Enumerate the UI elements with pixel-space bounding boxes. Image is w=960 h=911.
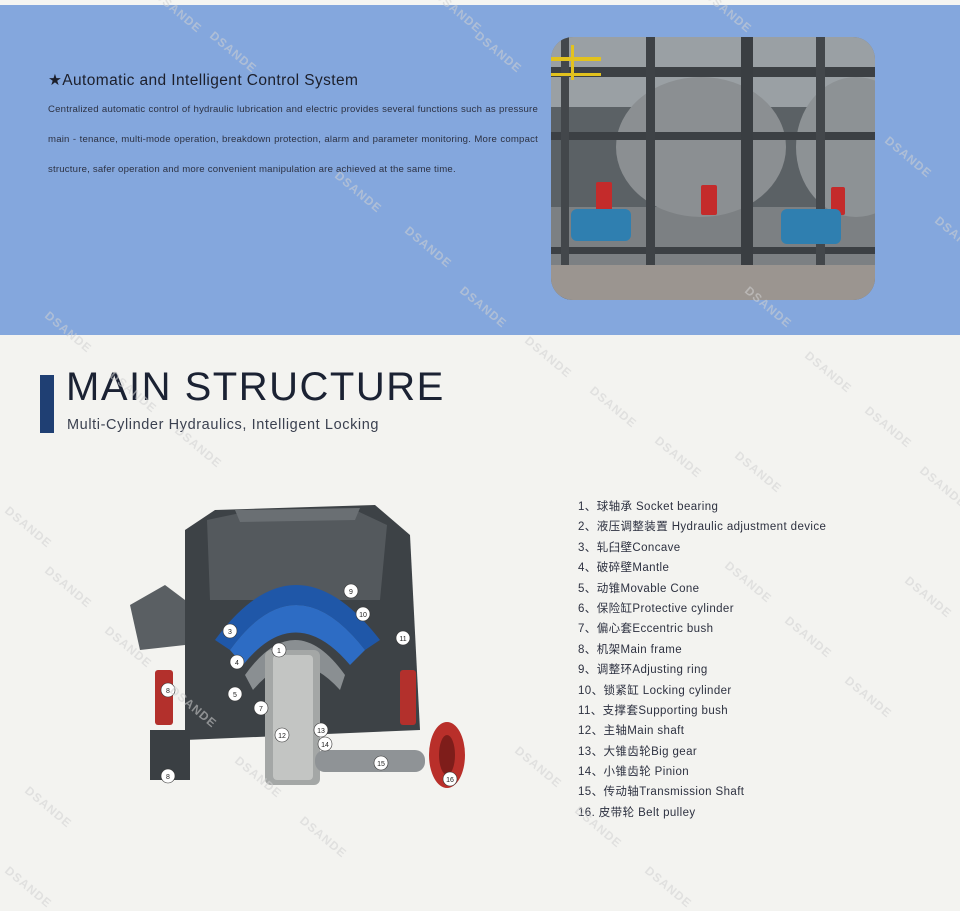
watermark-text: DSANDE xyxy=(642,863,695,911)
callout-marker xyxy=(229,654,245,670)
part-item: 13、大锥齿轮Big gear xyxy=(578,745,698,758)
callout-marker xyxy=(395,630,411,646)
callout-marker xyxy=(442,771,458,787)
part-item: 15、传动轴Transmission Shaft xyxy=(578,786,745,799)
watermark-text: DSANDE xyxy=(42,563,95,611)
control-system-photo xyxy=(551,37,875,300)
callout-label: 4 xyxy=(235,660,239,667)
callout-marker xyxy=(343,583,359,599)
part-item: 11、支撑套Supporting bush xyxy=(578,704,729,717)
callout-marker xyxy=(373,755,389,771)
watermark-text: DSANDE xyxy=(917,463,960,511)
callout-label: 1 xyxy=(277,648,281,655)
watermark-text: DSANDE xyxy=(902,573,955,621)
callout-label: 11 xyxy=(399,636,406,643)
part-item: 7、偏心套Eccentric bush xyxy=(578,623,714,636)
callout-marker xyxy=(274,727,290,743)
callout-marker xyxy=(271,642,287,658)
callout-label: 8 xyxy=(166,774,170,781)
callout-label: 7 xyxy=(259,706,263,713)
callout-label: 13 xyxy=(317,728,325,735)
part-item: 5、动锥Movable Cone xyxy=(578,582,700,595)
callout-marker xyxy=(160,768,176,784)
parts-list: 1、球轴承 Socket bearing 2、液压调整装置 Hydraulic a… xyxy=(578,497,826,823)
watermark-text: DSANDE xyxy=(732,448,785,496)
part-item: 4、破碎壁Mantle xyxy=(578,562,670,575)
callout-label: 5 xyxy=(233,692,237,699)
callout-marker xyxy=(222,623,238,639)
watermark-text: DSANDE xyxy=(802,348,855,396)
section-title: MAIN STRUCTURE xyxy=(66,365,445,409)
section-accent-bar xyxy=(40,375,54,433)
watermark-text: DSANDE xyxy=(522,333,575,381)
top-strip xyxy=(0,0,960,5)
callout-label: 16 xyxy=(446,777,454,784)
part-item: 9、调整环Adjusting ring xyxy=(578,664,708,677)
part-item: 1、球轴承 Socket bearing xyxy=(578,501,719,513)
part-item: 10、锁紧缸 Locking cylinder xyxy=(578,684,732,697)
callout-label: 10 xyxy=(359,612,367,619)
watermark-text: DSANDE xyxy=(842,673,895,721)
callout-label: 15 xyxy=(377,761,385,768)
part-item: 6、保险缸Protective cylinder xyxy=(578,602,734,615)
callout-label: 8 xyxy=(166,688,170,695)
callout-label: 14 xyxy=(321,742,329,749)
section-subtitle: Multi-Cylinder Hydraulics, Intelligent L… xyxy=(67,417,380,433)
callout-label: 9 xyxy=(349,589,353,596)
watermark-text: DSANDE xyxy=(2,863,55,911)
feature-title: ★Automatic and Intelligent Control Syste… xyxy=(48,72,359,89)
part-item: 12、主轴Main shaft xyxy=(578,725,685,738)
callout-marker xyxy=(160,682,176,698)
part-item: 8、机架Main frame xyxy=(578,643,683,656)
feature-description: Centralized automatic control of hydraul… xyxy=(48,104,538,175)
callout-marker xyxy=(253,700,269,716)
callout-marker xyxy=(355,606,371,622)
watermark-text: DSANDE xyxy=(297,813,350,861)
plant-illustration xyxy=(551,37,875,300)
watermark-text: DSANDE xyxy=(2,503,55,551)
part-item: 14、小锥齿轮 Pinion xyxy=(578,766,690,779)
callout-marker xyxy=(227,686,243,702)
callout-label: 12 xyxy=(278,733,286,740)
part-item: 2、液压调整装置 Hydraulic adjustment device xyxy=(578,521,827,534)
part-item: 3、轧臼壁Concave xyxy=(578,541,681,554)
watermark-text: DSANDE xyxy=(652,433,705,481)
watermark-text: DSANDE xyxy=(512,743,565,791)
callout-marker xyxy=(313,722,329,738)
callout-label: 3 xyxy=(228,629,232,636)
callout-marker xyxy=(317,736,333,752)
watermark-text: DSANDE xyxy=(587,383,640,431)
part-item: 16. 皮带轮 Belt pulley xyxy=(578,806,696,819)
watermark-text: DSANDE xyxy=(22,783,75,831)
watermark-text: DSANDE xyxy=(862,403,915,451)
